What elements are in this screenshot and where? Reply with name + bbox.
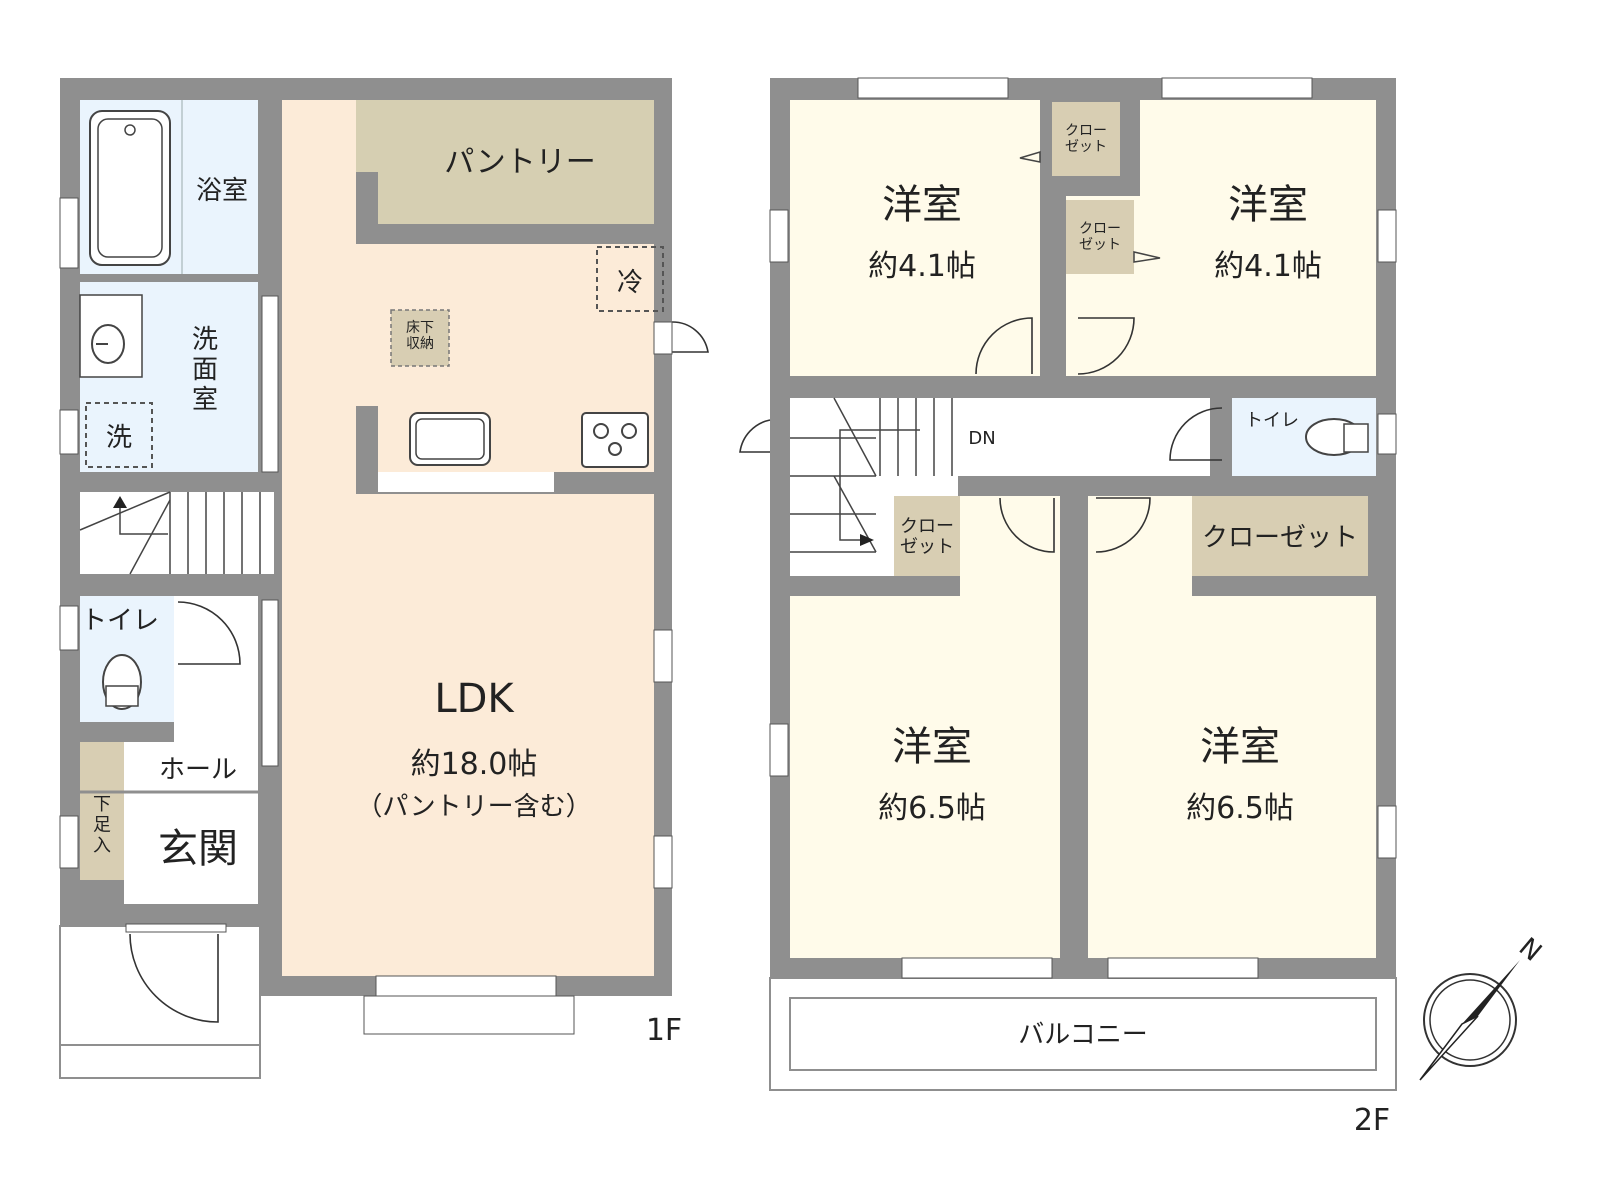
pantry: [356, 100, 654, 224]
western-room-se-size: 約6.5帖: [1186, 791, 1294, 826]
western-room-nw-size: 約4.1帖: [868, 249, 976, 284]
pantry-label: パントリー: [444, 145, 596, 180]
front-door[interactable]: [129, 933, 219, 1023]
closet-small-1: [1052, 102, 1120, 176]
washbasin-icon: [79, 294, 143, 378]
fridge-space: [596, 246, 664, 312]
bathtub-icon: [89, 110, 171, 266]
stair-arrow-icon: [113, 496, 127, 508]
floor1-label: 1F: [646, 1013, 682, 1048]
ldk-note-label: （パントリー含む）: [356, 792, 591, 822]
entrance-label: 玄関: [158, 826, 238, 872]
western-room-nw: [790, 100, 1040, 376]
stairs-1f: [80, 492, 274, 574]
floor-2: バルコニー 洋室 約4.1帖 洋室 約4.1帖 クローゼット クローゼット: [739, 77, 1397, 1138]
closet-mid-label: クローゼット: [900, 516, 954, 558]
western-room-sw: [790, 596, 1060, 958]
closet-small-2: [1066, 200, 1134, 274]
closet-small-1-label: クローゼット: [1065, 123, 1107, 155]
western-room-nw-name: 洋室: [882, 182, 962, 228]
ldk-name-label: LDK: [434, 676, 515, 722]
western-room-ne-size: 約4.1帖: [1214, 249, 1322, 284]
western-room-ne: [1140, 100, 1376, 376]
shoe-storage: [80, 742, 124, 880]
door-2f-west[interactable]: [739, 419, 771, 453]
toilet-1f-label: トイレ: [81, 606, 159, 636]
stairs-down-label: DN: [968, 428, 995, 449]
bath-label: 浴室: [196, 176, 248, 206]
sink-icon: [409, 412, 491, 466]
stair-treads-1f: [79, 491, 261, 575]
entrance: [124, 792, 258, 904]
windows-1f: [59, 197, 673, 1035]
washer-label: 洗: [106, 423, 132, 453]
western-room-ne-name: 洋室: [1228, 182, 1308, 228]
door-western-room-sw[interactable]: [999, 497, 1055, 553]
stove-icon: [581, 412, 649, 468]
shoe-storage-label: 下足入: [93, 794, 111, 856]
western-room-sw-size: 約6.5帖: [878, 791, 986, 826]
balcony-label: バルコニー: [1018, 1020, 1147, 1050]
kitchen-back-door[interactable]: [671, 321, 709, 353]
door-western-room-nw[interactable]: [975, 317, 1033, 375]
ldk-room: [282, 100, 654, 976]
porch: [59, 925, 261, 1079]
floor2-label: 2F: [1354, 1103, 1390, 1138]
western-room-se: [1088, 596, 1376, 958]
floor-1: 浴室 洗 洗面室 UP トイレ ホー: [59, 78, 709, 1079]
underfloor-storage: [390, 309, 450, 367]
closet-wide: [1192, 496, 1368, 576]
windows-2f: [769, 77, 1397, 979]
stair-arrow-2f-icon: [860, 534, 874, 546]
hall-lower: [124, 742, 258, 792]
washroom-label: 洗面室: [192, 325, 218, 415]
closet-mid: [894, 496, 960, 576]
door-western-room-ne[interactable]: [1077, 317, 1135, 375]
ldk-size-label: 約18.0帖: [411, 747, 538, 782]
closet-small-2-label: クローゼット: [1079, 221, 1121, 253]
toilet-2f-label: トイレ: [1245, 410, 1299, 431]
compass-icon: N: [1419, 932, 1547, 1081]
western-room-se-name: 洋室: [1200, 724, 1280, 770]
underfloor-storage-label: 床下収納: [406, 320, 434, 352]
fridge-label: 冷: [617, 268, 643, 298]
closet-wide-label: クローゼット: [1202, 523, 1358, 553]
door-western-room-se[interactable]: [1095, 497, 1151, 553]
door-toilet-1f[interactable]: [177, 601, 241, 665]
door-toilet-2f[interactable]: [1169, 407, 1223, 461]
western-room-sw-name: 洋室: [892, 724, 972, 770]
washer-space: [85, 402, 153, 468]
stair-treads-2f: [790, 397, 953, 553]
hall-label: ホール: [159, 755, 237, 785]
